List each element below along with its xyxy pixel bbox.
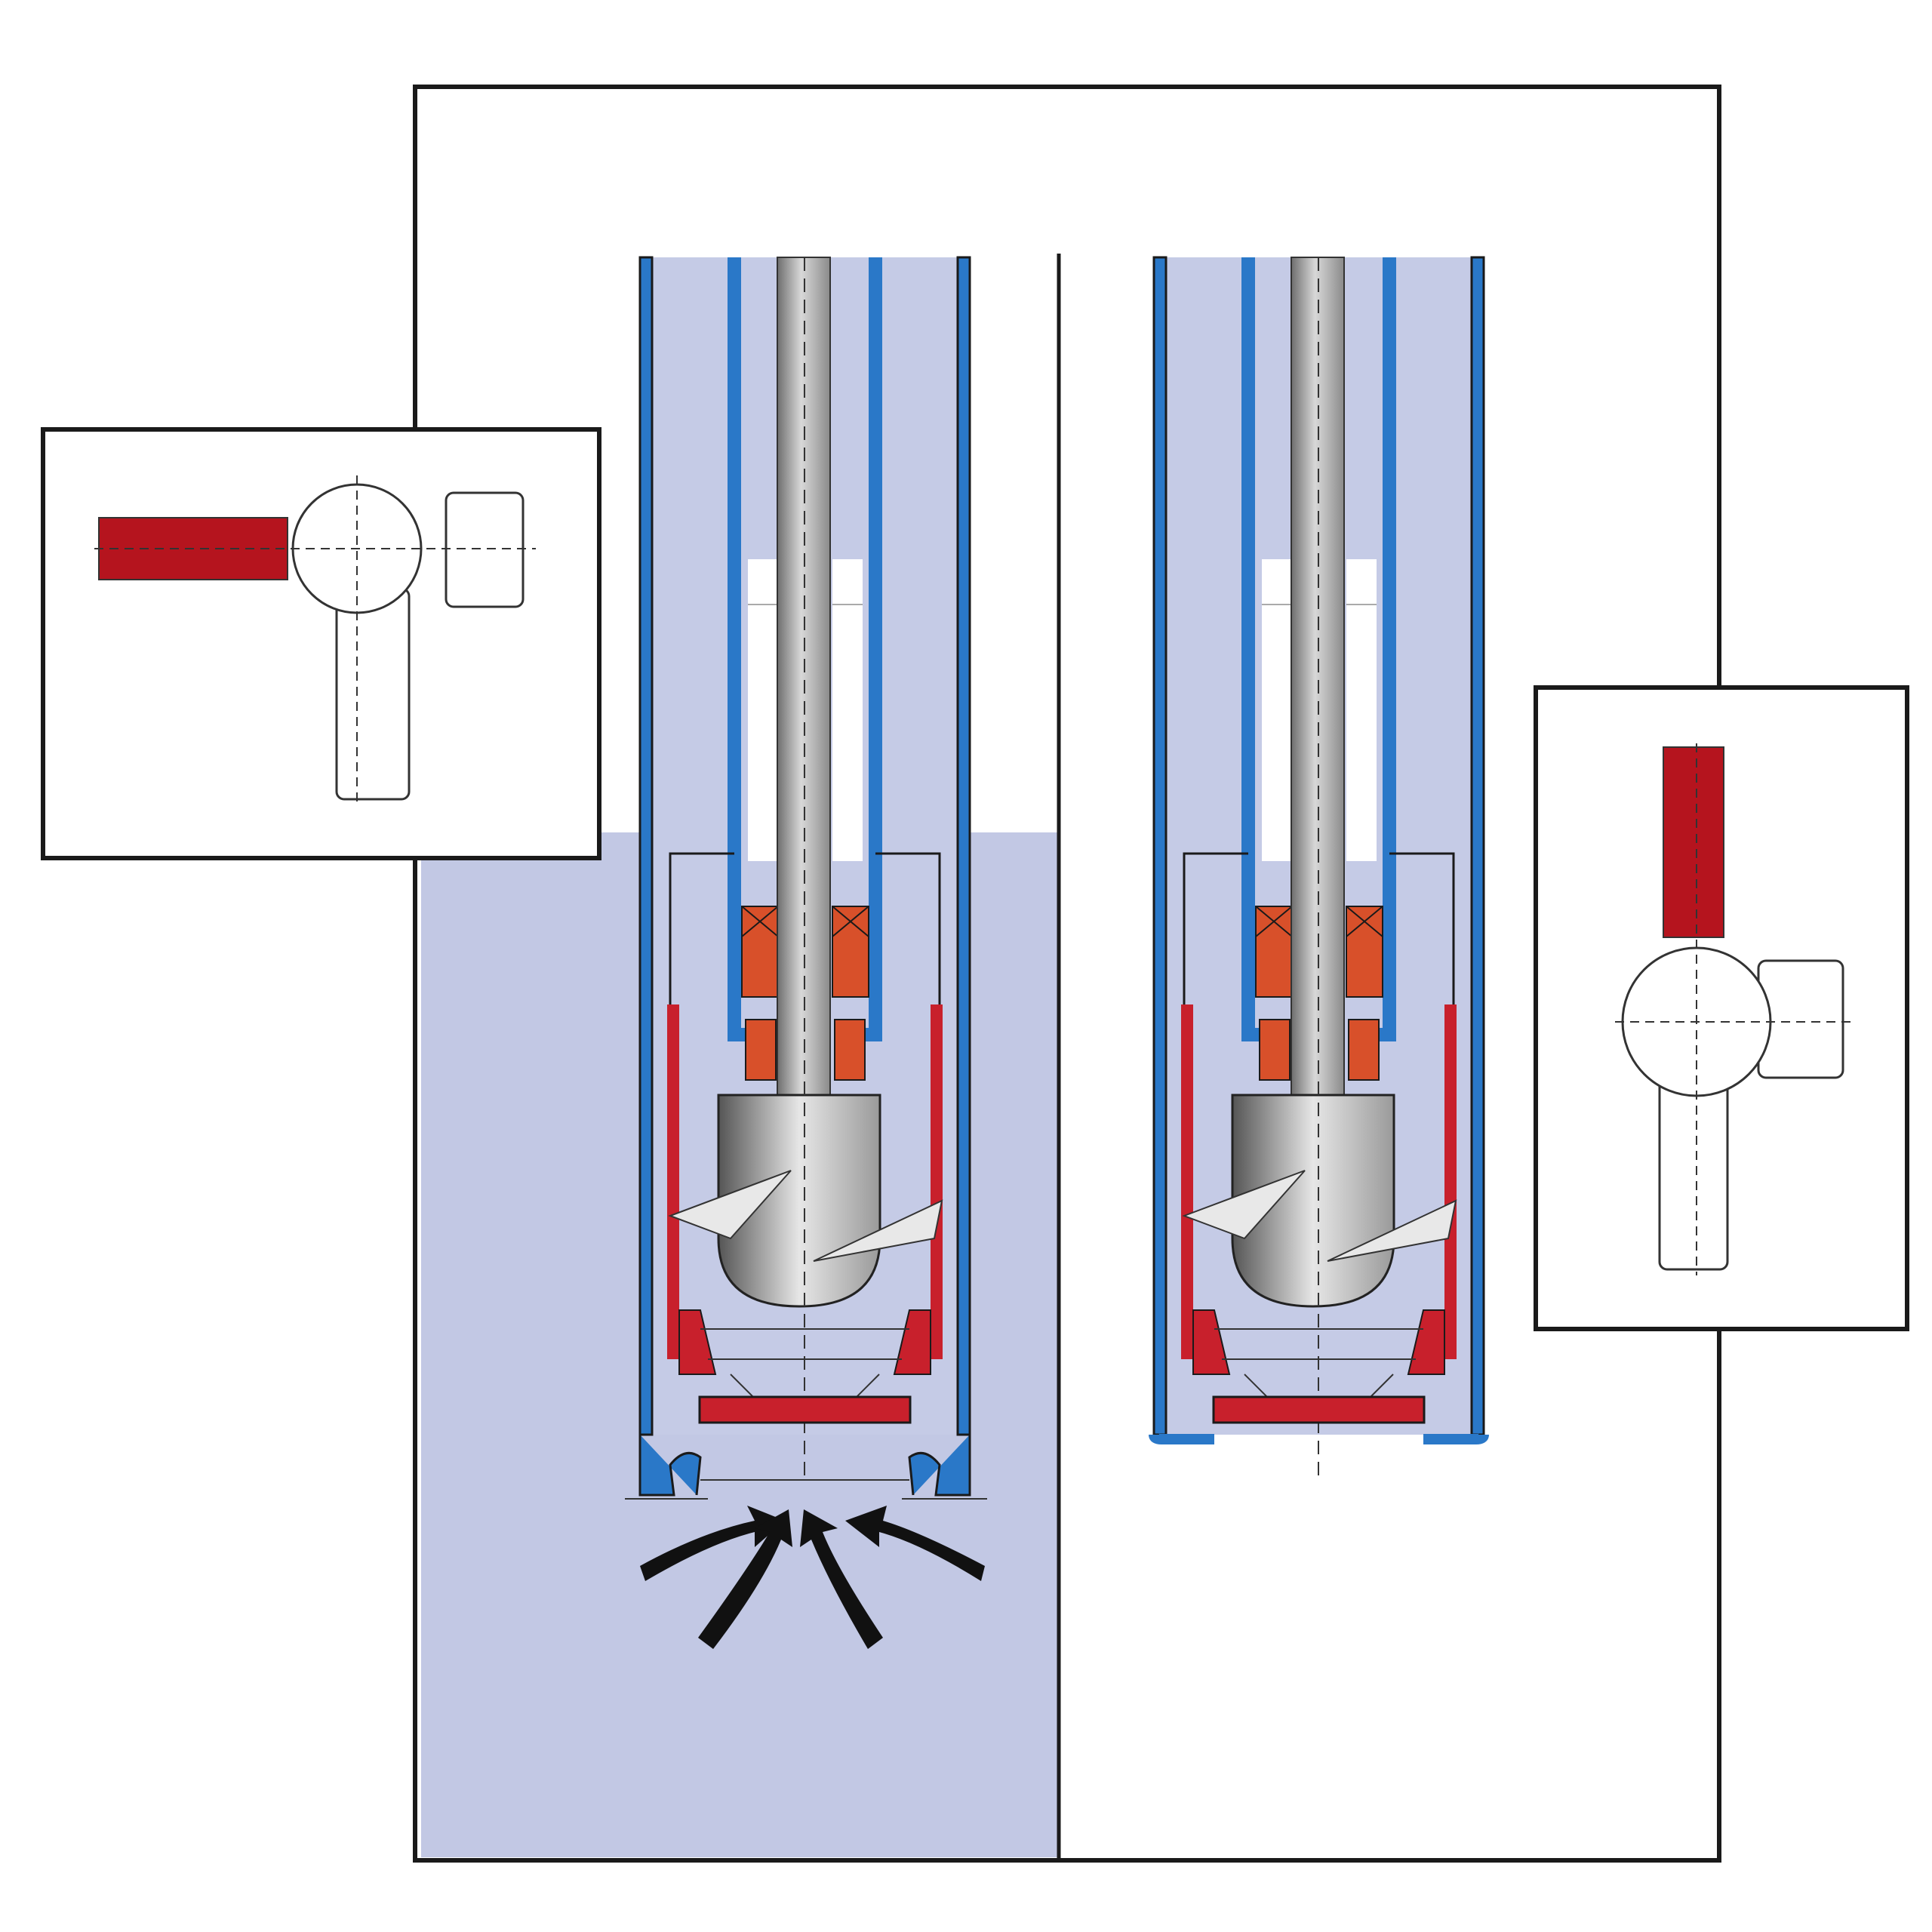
valve-handle-vertical	[1534, 685, 1909, 1331]
pump-raised	[1154, 257, 1484, 1480]
valve-handle-horizontal	[41, 427, 601, 860]
inflow-arrows-icon	[640, 1506, 985, 1649]
pump-submerged	[625, 257, 987, 1500]
